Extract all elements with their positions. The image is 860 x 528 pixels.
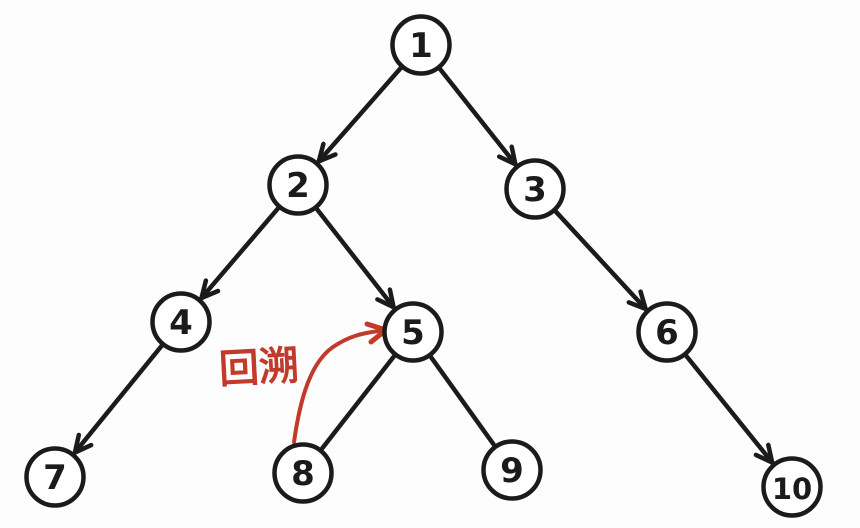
tree-node-6: 6 — [636, 301, 698, 363]
arrowhead-icon-6-10 — [753, 442, 776, 467]
tree-node-2: 2 — [267, 154, 329, 216]
node-circle-1 — [390, 14, 452, 76]
edge-2-5 — [314, 206, 396, 310]
tree-node-3: 3 — [504, 158, 566, 220]
node-label-1: 1 — [409, 26, 433, 66]
tree-node-9: 9 — [481, 439, 543, 501]
tree-node-8: 8 — [272, 442, 334, 504]
node-circle-10 — [761, 456, 823, 518]
tree-node-4: 4 — [150, 291, 212, 353]
backtrack-arrow-curve — [292, 329, 381, 444]
node-label-7: 7 — [43, 458, 67, 498]
edges-layer — [71, 65, 776, 467]
node-circle-7 — [24, 446, 86, 508]
arrowhead-icon-2-4 — [198, 278, 221, 302]
node-circle-6 — [636, 301, 698, 363]
edge-1-2 — [316, 65, 404, 164]
node-label-6: 6 — [655, 313, 679, 353]
tree-node-10: 10 — [761, 456, 823, 518]
node-label-3: 3 — [523, 170, 547, 210]
node-circle-4 — [150, 291, 212, 353]
node-circle-8 — [272, 442, 334, 504]
tree-node-1: 1 — [390, 14, 452, 76]
edge-6-10 — [683, 353, 775, 465]
edge-5-8 — [320, 353, 397, 451]
edge-2-4 — [199, 205, 281, 301]
edge-1-3 — [437, 66, 518, 167]
backtrack-annotation: 回溯 — [218, 321, 392, 444]
node-circle-2 — [267, 154, 329, 216]
arrowhead-icon-2-5 — [375, 287, 397, 312]
node-label-9: 9 — [500, 451, 524, 491]
node-label-5: 5 — [401, 313, 425, 353]
node-label-2: 2 — [286, 166, 310, 206]
edge-5-9 — [428, 354, 496, 447]
backtrack-label: 回溯 — [218, 343, 300, 393]
tree-node-5: 5 — [382, 301, 444, 363]
tree-node-7: 7 — [24, 446, 86, 508]
arrowhead-icon-4-7 — [71, 432, 94, 457]
node-circle-5 — [382, 301, 444, 363]
arrowhead-icon-1-3 — [496, 144, 519, 169]
edge-3-6 — [553, 209, 648, 312]
node-label-10: 10 — [772, 472, 812, 506]
arrowhead-icon-3-6 — [626, 289, 650, 313]
edge-4-7 — [72, 343, 165, 455]
node-circle-3 — [504, 158, 566, 220]
nodes-layer: 1 2 3 4 5 6 7 8 9 10 — [24, 14, 823, 518]
arrowhead-icon-1-2 — [315, 141, 338, 166]
node-label-4: 4 — [169, 303, 193, 343]
node-label-8: 8 — [291, 454, 315, 494]
node-circle-9 — [481, 439, 543, 501]
